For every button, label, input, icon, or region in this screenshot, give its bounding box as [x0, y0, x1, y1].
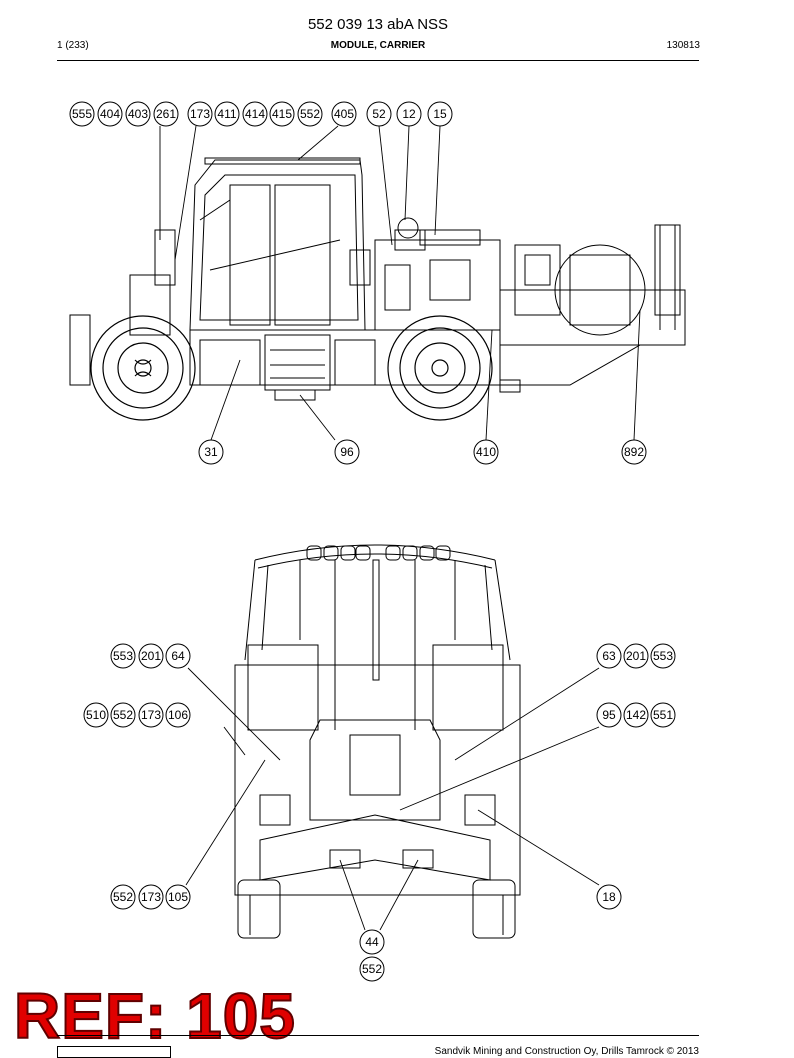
- part-balloon[interactable]: [125, 101, 151, 127]
- part-balloon[interactable]: [269, 101, 295, 127]
- part-balloon[interactable]: [110, 643, 136, 669]
- module-title: MODULE, CARRIER: [330, 40, 426, 51]
- balloon-label: 410: [476, 445, 496, 459]
- side-view-wheels: [90, 315, 493, 421]
- part-balloon[interactable]: [214, 101, 240, 127]
- rear-view-carrier: [234, 544, 521, 939]
- balloon-label: 552: [113, 708, 133, 722]
- part-balloon[interactable]: [97, 101, 123, 127]
- document-title: 552 039 13 abA NSS: [307, 16, 449, 33]
- ref-overlay-label: REF: 105: [13, 980, 296, 1052]
- page-number: 1 (233): [57, 40, 89, 51]
- part-balloon[interactable]: [396, 101, 422, 127]
- part-balloon[interactable]: [110, 884, 136, 910]
- part-balloon[interactable]: [621, 439, 647, 465]
- balloon-label: 510: [86, 708, 106, 722]
- balloon-label: 173: [190, 107, 210, 121]
- part-balloon[interactable]: [83, 702, 109, 728]
- balloon-label: 415: [272, 107, 292, 121]
- part-balloon[interactable]: [242, 101, 268, 127]
- part-balloon[interactable]: [334, 439, 360, 465]
- balloon-label: 31: [204, 445, 218, 459]
- part-balloon[interactable]: [359, 956, 385, 982]
- part-balloon[interactable]: [473, 439, 499, 465]
- balloon-label: 553: [653, 649, 673, 663]
- part-balloon-labels: 555 404 403 261 173 411 414 415 552 405 …: [72, 107, 673, 976]
- part-balloon[interactable]: [110, 702, 136, 728]
- part-balloon[interactable]: [138, 884, 164, 910]
- balloon-label: 552: [300, 107, 320, 121]
- part-balloon[interactable]: [596, 643, 622, 669]
- balloon-label: 44: [365, 935, 379, 949]
- balloon-label: 201: [141, 649, 161, 663]
- part-balloon[interactable]: [138, 702, 164, 728]
- balloon-label: 106: [168, 708, 188, 722]
- balloon-label: 18: [602, 890, 616, 904]
- balloon-label: 15: [433, 107, 447, 121]
- side-view-carrier: [69, 157, 686, 401]
- balloon-label: 95: [602, 708, 616, 722]
- part-balloon[interactable]: [69, 101, 95, 127]
- balloon-label: 173: [141, 890, 161, 904]
- balloon-label: 142: [626, 708, 646, 722]
- balloon-label: 555: [72, 107, 92, 121]
- balloon-label: 201: [626, 649, 646, 663]
- part-balloons: [69, 101, 676, 982]
- balloon-label: 105: [168, 890, 188, 904]
- balloon-label: 261: [156, 107, 176, 121]
- balloon-label: 411: [217, 107, 236, 121]
- part-balloon[interactable]: [153, 101, 179, 127]
- part-balloon[interactable]: [359, 929, 385, 955]
- header-rule: [57, 60, 699, 61]
- balloon-label: 553: [113, 649, 133, 663]
- balloon-label: 892: [624, 445, 644, 459]
- balloon-label: 414: [245, 107, 265, 121]
- balloon-label: 12: [402, 107, 416, 121]
- balloon-label: 63: [602, 649, 616, 663]
- balloon-label: 52: [372, 107, 386, 121]
- part-balloon[interactable]: [165, 884, 191, 910]
- part-balloon[interactable]: [650, 702, 676, 728]
- part-balloon[interactable]: [650, 643, 676, 669]
- part-balloon[interactable]: [198, 439, 224, 465]
- balloon-label: 552: [113, 890, 133, 904]
- part-balloon[interactable]: [165, 643, 191, 669]
- part-balloon[interactable]: [596, 702, 622, 728]
- balloon-label: 404: [100, 107, 120, 121]
- balloon-label: 96: [340, 445, 354, 459]
- part-balloon[interactable]: [623, 702, 649, 728]
- part-balloon[interactable]: [297, 101, 323, 127]
- part-balloon[interactable]: [623, 643, 649, 669]
- footer-copyright: Sandvik Mining and Construction Oy, Dril…: [434, 1046, 699, 1057]
- date-code: 130813: [666, 40, 700, 51]
- part-balloon[interactable]: [331, 101, 357, 127]
- logo-mark: [57, 1046, 171, 1058]
- part-balloon[interactable]: [366, 101, 392, 127]
- part-balloon[interactable]: [187, 101, 213, 127]
- balloon-label: 173: [141, 708, 161, 722]
- leader-lines: [159, 125, 641, 931]
- balloon-label: 403: [128, 107, 148, 121]
- part-balloon[interactable]: [427, 101, 453, 127]
- balloon-label: 64: [171, 649, 185, 663]
- balloon-label: 551: [653, 708, 673, 722]
- part-balloon[interactable]: [138, 643, 164, 669]
- balloon-label: 405: [334, 107, 354, 121]
- part-balloon[interactable]: [596, 884, 622, 910]
- balloon-label: 552: [362, 962, 382, 976]
- part-balloon[interactable]: [165, 702, 191, 728]
- footer-rule: [57, 1035, 699, 1036]
